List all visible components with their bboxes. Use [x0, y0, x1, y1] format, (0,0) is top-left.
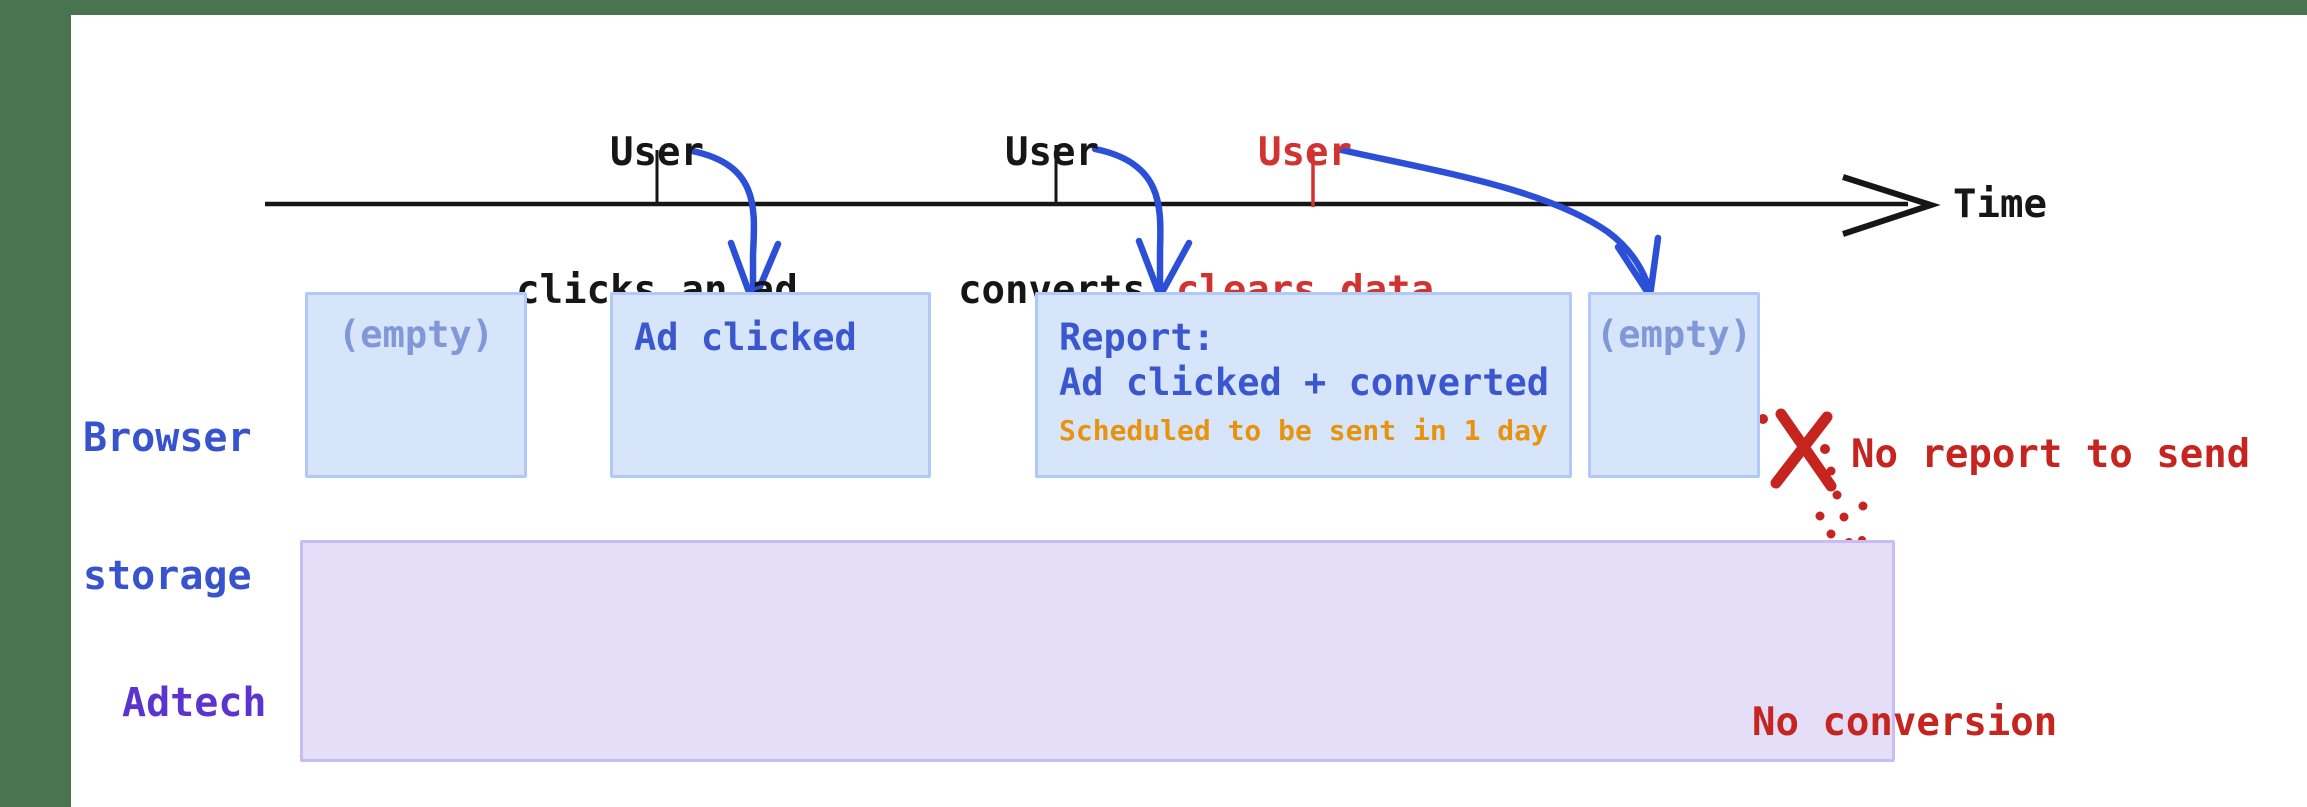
storage-box-text: (empty): [1596, 313, 1752, 356]
annotation-no-conversion: No conversion reported to adtech: [1752, 598, 2175, 807]
storage-box-empty-1: (empty): [305, 292, 527, 478]
timeline-arrowhead-icon: [1842, 174, 1941, 237]
report-schedule-note: Scheduled to be sent in 1 day: [1059, 414, 1548, 447]
row-label-line: Adtech: [122, 680, 267, 726]
event-line: User: [1258, 130, 1352, 175]
event-line: User: [610, 130, 704, 175]
storage-box-ad-clicked: Ad clicked: [610, 292, 931, 478]
annotation-line: No conversion: [1752, 700, 2058, 745]
row-label-browser-storage: Browser storage: [83, 323, 252, 691]
row-label-line: storage: [83, 553, 252, 599]
left-border-strip: [0, 0, 71, 807]
storage-box-text: Ad clicked: [634, 316, 857, 359]
row-label-line: Browser: [83, 415, 252, 461]
storage-box-empty-2: (empty): [1588, 292, 1760, 478]
time-axis-label: Time: [1953, 182, 2047, 227]
adtech-server-box: [300, 540, 1895, 762]
report-line: Report:: [1059, 316, 1215, 359]
top-border-strip: [0, 0, 2307, 15]
annotation-no-report: No report to send: [1851, 432, 2251, 477]
event-line: User: [1005, 130, 1099, 175]
x-mark-icon: [1758, 408, 1837, 492]
storage-box-report: Report: Ad clicked + converted Scheduled…: [1035, 292, 1572, 478]
report-line: Ad clicked + converted: [1059, 361, 1550, 404]
storage-box-text: (empty): [338, 313, 494, 356]
row-label-adtech-server: Adtech server: [122, 583, 267, 807]
